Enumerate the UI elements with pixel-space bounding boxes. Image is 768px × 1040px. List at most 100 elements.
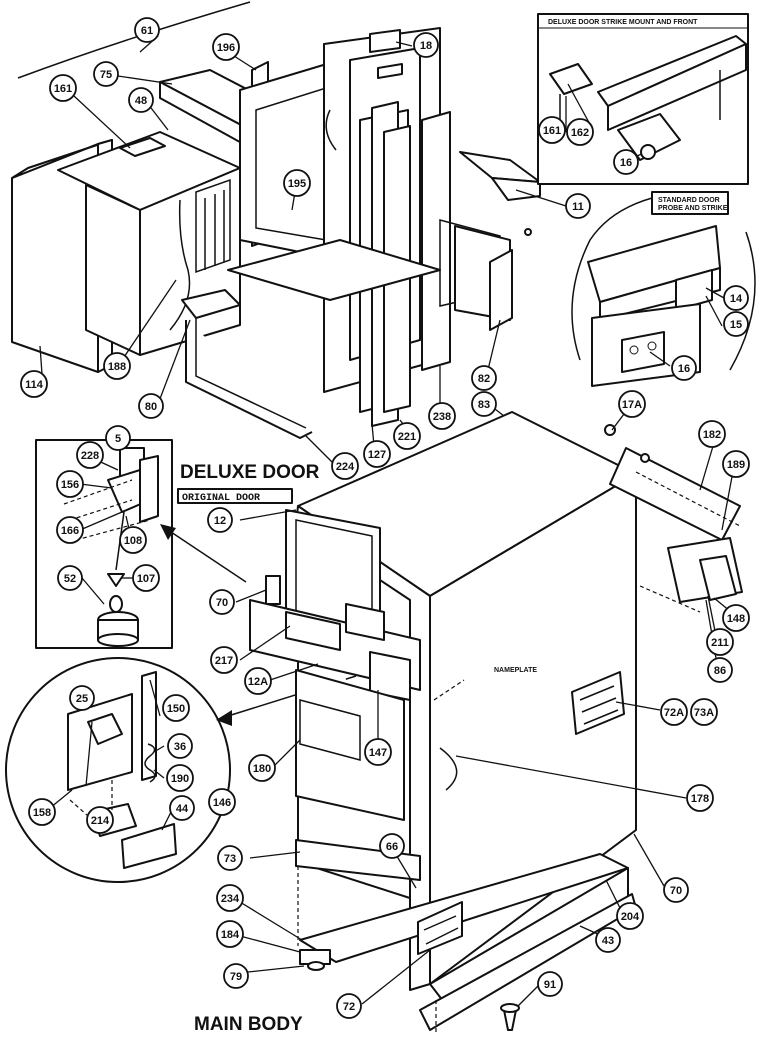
callout-238: 238 <box>428 402 456 430</box>
callout-127: 127 <box>363 440 391 468</box>
callout-184: 184 <box>216 920 244 948</box>
callout-number: 44 <box>176 803 189 815</box>
callout-48: 48 <box>128 87 154 113</box>
callout-number: 161 <box>54 83 72 95</box>
callout-number: 162 <box>571 127 589 139</box>
callout-number: 70 <box>670 885 682 897</box>
callout-number: 147 <box>369 747 387 759</box>
callout-180: 180 <box>248 754 276 782</box>
callout-14: 14 <box>723 285 749 311</box>
deluxe-strike-title: DELUXE DOOR STRIKE MOUNT AND FRONT <box>548 19 698 26</box>
callout-52: 52 <box>57 565 83 591</box>
callout-number: 14 <box>730 293 743 305</box>
callout-156: 156 <box>56 470 84 498</box>
callout-16: 16 <box>671 355 697 381</box>
callout-25: 25 <box>69 685 95 711</box>
callout-43: 43 <box>595 927 621 953</box>
callout-number: 66 <box>386 841 398 853</box>
callout-150: 150 <box>162 694 190 722</box>
callout-number: 150 <box>167 703 185 715</box>
callout-number: 214 <box>91 815 110 827</box>
original-door-label: ORIGINAL DOOR <box>182 493 260 504</box>
callout-number: 86 <box>714 665 726 677</box>
callout-number: 166 <box>61 525 79 537</box>
callout-73: 73 <box>217 845 243 871</box>
callout-number: 188 <box>108 361 126 373</box>
callout-number: 18 <box>420 40 432 52</box>
callout-204: 204 <box>616 902 644 930</box>
callout-number: 73 <box>224 853 236 865</box>
callout-number: 61 <box>141 25 153 37</box>
callout-83: 83 <box>471 391 497 417</box>
callout-number: 158 <box>33 807 51 819</box>
callout-number: 48 <box>135 95 147 107</box>
callout-221: 221 <box>393 422 421 450</box>
callout-161: 161 <box>538 116 566 144</box>
callout-162: 162 <box>566 118 594 146</box>
callout-number: 189 <box>727 459 745 471</box>
callout-73a: 73A <box>690 698 718 726</box>
callout-166: 166 <box>56 516 84 544</box>
callout-number: 234 <box>221 893 240 905</box>
callout-number: 228 <box>81 450 99 462</box>
callout-number: 70 <box>216 597 228 609</box>
callout-211: 211 <box>706 628 734 656</box>
callout-36: 36 <box>167 733 193 759</box>
door-panel-assembly <box>11 1 341 439</box>
callout-224: 224 <box>331 452 359 480</box>
callout-number: 221 <box>398 431 416 443</box>
callout-178: 178 <box>686 784 714 812</box>
callout-number: 12 <box>214 515 226 527</box>
callout-number: 72A <box>664 707 684 719</box>
callout-number: 75 <box>100 69 112 81</box>
callout-15: 15 <box>723 311 749 337</box>
callout-number: 224 <box>336 461 355 473</box>
callout-161: 161 <box>49 74 77 102</box>
callout-number: 17A <box>622 399 642 411</box>
callout-44: 44 <box>169 795 195 821</box>
callout-190: 190 <box>166 764 194 792</box>
callout-number: 82 <box>478 373 490 385</box>
callout-234: 234 <box>216 884 244 912</box>
main-body-label: MAIN BODY <box>194 1014 303 1035</box>
callout-number: 12A <box>248 676 268 688</box>
callout-number: 15 <box>730 319 742 331</box>
deluxe-strike-inset: DELUXE DOOR STRIKE MOUNT AND FRONT <box>537 13 749 185</box>
callout-82: 82 <box>471 365 497 391</box>
callout-195: 195 <box>283 169 311 197</box>
standard-strike-detail: STANDARD DOOR PROBE AND STRIKE <box>571 191 756 387</box>
callout-number: 156 <box>61 479 79 491</box>
callout-61: 61 <box>134 17 160 43</box>
callout-12a: 12A <box>244 667 272 695</box>
callout-66: 66 <box>379 833 405 859</box>
callout-number: 16 <box>678 363 690 375</box>
callout-number: 127 <box>368 449 386 461</box>
callout-number: 52 <box>64 573 76 585</box>
callout-number: 184 <box>221 929 240 941</box>
callout-number: 180 <box>253 763 271 775</box>
callout-158: 158 <box>28 798 56 826</box>
callout-number: 91 <box>544 979 556 991</box>
callout-114: 114 <box>20 370 48 398</box>
callout-number: 36 <box>174 741 186 753</box>
callout-72: 72 <box>336 993 362 1019</box>
callout-number: 114 <box>25 379 44 391</box>
callout-217: 217 <box>210 646 238 674</box>
callout-number: 217 <box>215 655 233 667</box>
callout-number: 108 <box>124 535 142 547</box>
callout-80: 80 <box>138 393 164 419</box>
callout-number: 146 <box>213 797 231 809</box>
cabinet-shell-assembly <box>227 27 541 427</box>
callout-18: 18 <box>413 32 439 58</box>
callout-number: 211 <box>711 637 729 649</box>
callout-number: 182 <box>703 429 721 441</box>
callout-148: 148 <box>722 604 750 632</box>
callout-146: 146 <box>208 788 236 816</box>
callout-number: 73A <box>694 707 714 719</box>
callout-number: 16 <box>620 157 632 169</box>
callout-70: 70 <box>663 877 689 903</box>
callout-86: 86 <box>707 657 733 683</box>
callout-108: 108 <box>119 526 147 554</box>
